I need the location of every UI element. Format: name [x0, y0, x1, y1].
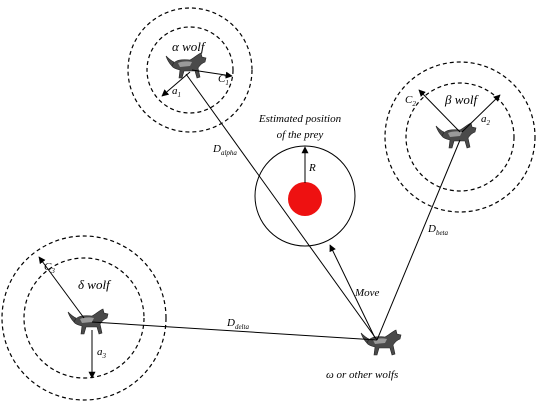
alpha-c-arrow [191, 69, 233, 79]
prey-estimate-circle [254, 145, 356, 247]
beta-a-label: a2 [481, 113, 491, 127]
beta-a-arrow [461, 94, 501, 133]
beta-wolf-icon [435, 122, 477, 149]
alpha-wolf-label: α wolf [172, 39, 207, 54]
delta-inner-circle [23, 257, 145, 379]
d-delta-label: Ddelta [226, 317, 249, 331]
prey-radius-label: R [308, 162, 316, 174]
d-beta-label: Dbeta [427, 223, 449, 237]
delta-wolf-group: δ wolf C3 a3 [1, 235, 167, 401]
alpha-a-arrow [161, 71, 191, 97]
delta-c-label: C3 [44, 261, 55, 275]
alpha-wolf-group: α wolf C1 a1 [127, 7, 253, 133]
move-arrow [329, 244, 376, 339]
prey-title-line2: of the prey [277, 129, 324, 141]
delta-outer-circle [1, 235, 167, 401]
d-alpha-label: Dalpha [212, 143, 237, 157]
alpha-c-label: C1 [218, 73, 229, 87]
prey-group: R Estimated position of the prey [254, 113, 356, 247]
alpha-outer-circle [127, 7, 253, 133]
d-delta-line [91, 321, 378, 341]
d-beta-line [376, 139, 461, 341]
omega-wolf-icon [360, 329, 402, 356]
delta-c-arrow [38, 256, 85, 319]
beta-wolf-group: β wolf C2 a2 [384, 61, 536, 213]
prey-title-line1: Estimated position [258, 113, 342, 125]
beta-inner-circle [405, 82, 515, 192]
delta-wolf-icon [67, 308, 109, 335]
delta-a-label: a3 [97, 346, 107, 360]
beta-outer-circle [384, 61, 536, 213]
beta-wolf-label: β wolf [444, 92, 480, 107]
beta-c-arrow [418, 89, 461, 133]
d-alpha-line [185, 73, 378, 341]
delta-wolf-label: δ wolf [78, 277, 112, 292]
alpha-a-label: a1 [172, 85, 181, 99]
prey-marker [288, 182, 322, 216]
omega-wolf-group: ω or other wolfs [326, 329, 402, 381]
alpha-inner-circle [146, 26, 234, 114]
move-label: Move [354, 287, 380, 299]
omega-label: ω or other wolfs [326, 369, 398, 381]
beta-c-label: C2 [405, 94, 416, 108]
